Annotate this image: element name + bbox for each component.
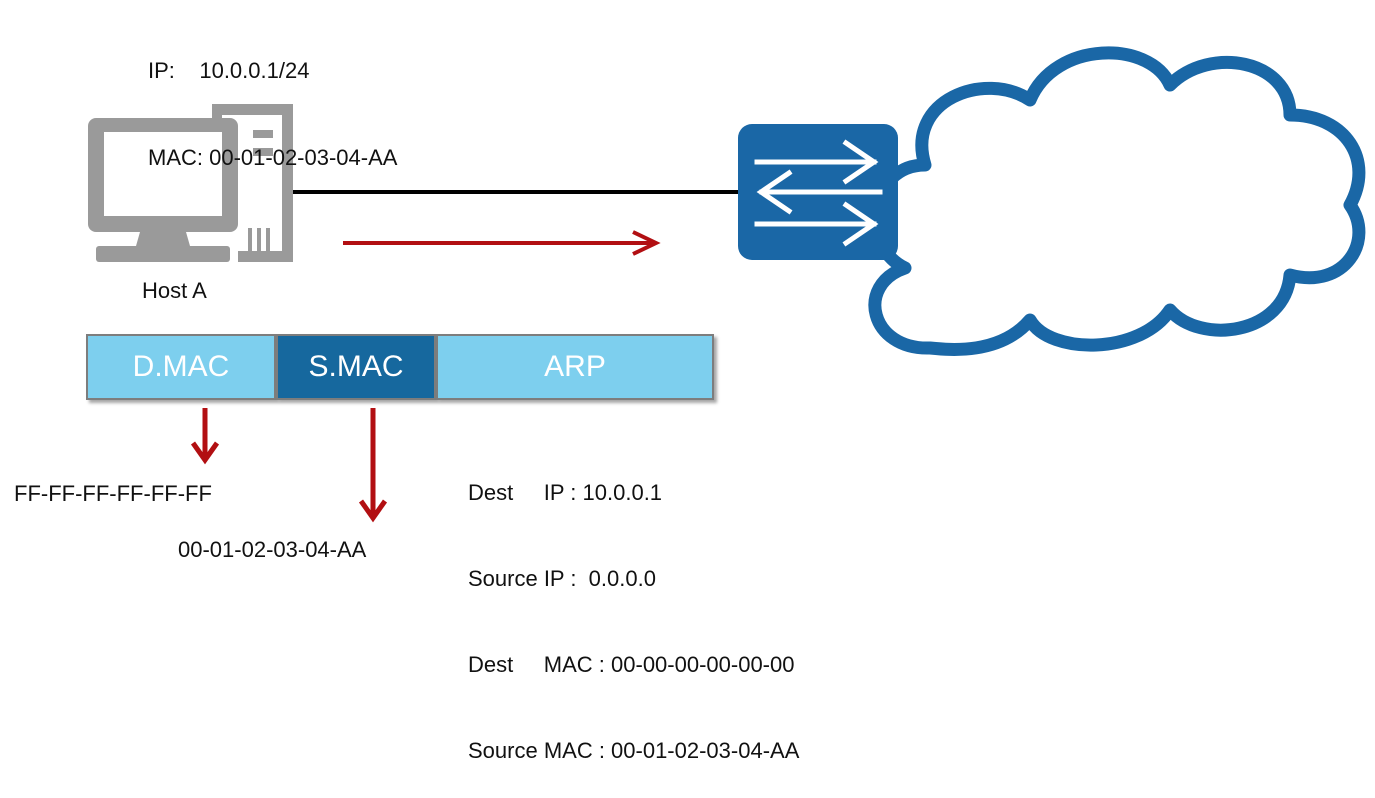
arp-fields: Dest IP : 10.0.0.1 Source IP : 0.0.0.0 D… [468,428,799,798]
cloud-icon [868,46,1366,356]
host-label: Host A [142,278,207,303]
frame-field-smac: S.MAC [276,334,436,400]
arp-dest-mac: Dest MAC : 00-00-00-00-00-00 [468,652,795,677]
diagram-canvas [88,46,1366,523]
smac-arrow [358,408,388,523]
frame-field-arp: ARP [436,334,714,400]
dmac-value: FF-FF-FF-FF-FF-FF [14,481,212,506]
switch-icon [738,124,898,260]
arp-source-mac: Source MAC : 00-01-02-03-04-AA [468,738,800,763]
host-mac: MAC: 00-01-02-03-04-AA [148,145,398,170]
transmit-arrow [343,230,661,256]
arp-source-ip: Source IP : 0.0.0.0 [468,566,656,591]
computer-icon [88,104,293,262]
host-ip: IP: 10.0.0.1/24 [148,58,310,83]
smac-value: 00-01-02-03-04-AA [178,537,367,562]
dmac-arrow [190,408,220,465]
arp-dest-ip: Dest IP : 10.0.0.1 [468,480,663,505]
frame-field-dmac: D.MAC [86,334,276,400]
host-info: IP: 10.0.0.1/24 MAC: 00-01-02-03-04-AA [148,6,397,206]
